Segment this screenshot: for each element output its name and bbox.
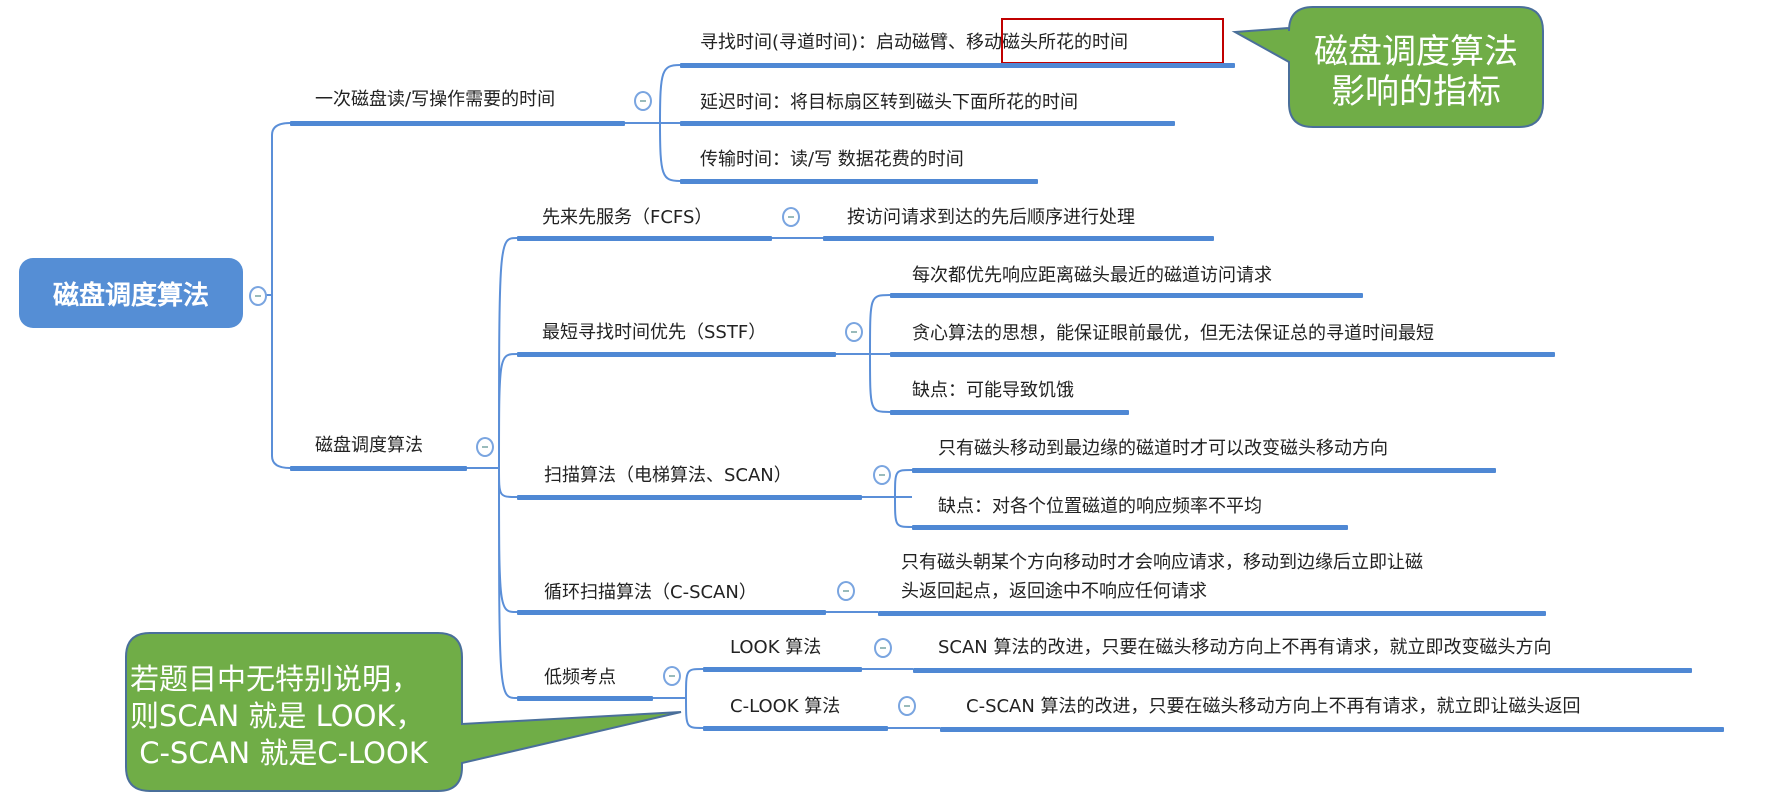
collapse-icon[interactable] [476,437,494,457]
underline [940,727,1724,732]
sstf-node[interactable]: 最短寻找时间优先（SSTF） [542,322,767,343]
callout-line: 则SCAN 就是 LOOK， [130,699,425,733]
underline [290,121,625,126]
underline [912,525,1348,530]
callout-look-shape [125,632,682,792]
collapse-icon[interactable] [663,666,681,686]
underline [703,667,862,672]
underline [890,293,1363,298]
seek-time-node[interactable]: 寻找时间(寻道时间)：启动磁臂、移动磁头所花的时间 [700,32,1129,53]
root-label: 磁盘调度算法 [52,280,209,311]
fcfs-detail[interactable]: 按访问请求到达的先后顺序进行处理 [847,207,1135,228]
callout-metrics-shape [1231,6,1544,128]
collapse-icon[interactable] [837,581,855,601]
underline [912,468,1496,473]
collapse-icon[interactable] [874,638,892,658]
transfer-time-node[interactable]: 传输时间：读/写 数据花费的时间 [700,149,964,170]
underline [517,696,653,701]
cscan-detail[interactable]: 只有磁头朝某个方向移动时才会响应请求，移动到边缘后立即让磁 [901,552,1423,573]
branch-time-label[interactable]: 一次磁盘读/写操作需要的时间 [315,89,556,110]
collapse-icon[interactable] [782,207,800,227]
underline [680,179,1038,184]
collapse-icon[interactable] [898,696,916,716]
cscan-detail[interactable]: 头返回起点，返回途中不响应任何请求 [901,581,1207,602]
low-freq-node[interactable]: 低频考点 [544,667,616,688]
underline [878,611,1546,616]
collapse-icon[interactable] [845,322,863,342]
fcfs-node[interactable]: 先来先服务（FCFS） [542,207,713,228]
branch-algo-label[interactable]: 磁盘调度算法 [315,435,423,456]
underline [517,236,772,241]
sstf-detail[interactable]: 每次都优先响应距离磁头最近的磁道访问请求 [912,265,1272,286]
scan-node[interactable]: 扫描算法（电梯算法、SCAN） [544,465,792,486]
look-detail[interactable]: SCAN 算法的改进，只要在磁头移动方向上不再有请求，就立即改变磁头方向 [938,637,1552,658]
callout-line: 若题目中无特别说明， [130,662,421,696]
underline [890,410,1129,415]
root-node[interactable]: 磁盘调度算法 [19,258,243,328]
rotation-delay-node[interactable]: 延迟时间：将目标扇区转到磁头下面所花的时间 [700,92,1078,113]
collapse-icon[interactable] [249,286,267,306]
callout-metrics: 磁盘调度算法 影响的指标 [1289,32,1543,112]
collapse-icon[interactable] [634,91,652,111]
sstf-detail[interactable]: 贪心算法的思想，能保证眼前最优，但无法保证总的寻道时间最短 [912,323,1434,344]
scan-detail[interactable]: 缺点：对各个位置磁道的响应频率不平均 [938,496,1262,517]
underline [680,121,1175,126]
look-node[interactable]: LOOK 算法 [730,637,822,658]
highlight-box [1001,18,1224,64]
callout-look: 若题目中无特别说明， 则SCAN 就是 LOOK， C-SCAN 就是C-LOO… [130,661,428,772]
underline [913,668,1692,673]
callout-line: 磁盘调度算法 [1314,32,1518,72]
underline [703,726,888,731]
underline [517,352,836,357]
underline [517,610,826,615]
underline [517,495,862,500]
sstf-detail[interactable]: 缺点：可能导致饥饿 [912,380,1074,401]
underline [680,63,1235,68]
collapse-icon[interactable] [873,465,891,485]
underline [823,236,1214,241]
scan-detail[interactable]: 只有磁头移动到最边缘的磁道时才可以改变磁头移动方向 [938,438,1388,459]
callout-line: 影响的指标 [1331,72,1501,112]
cscan-node[interactable]: 循环扫描算法（C-SCAN） [544,582,757,603]
clook-node[interactable]: C-LOOK 算法 [730,696,841,717]
underline [290,466,467,471]
underline [890,352,1555,357]
clook-detail[interactable]: C-SCAN 算法的改进，只要在磁头移动方向上不再有请求，就立即让磁头返回 [966,696,1581,717]
callout-line: C-SCAN 就是C-LOOK [130,736,428,770]
